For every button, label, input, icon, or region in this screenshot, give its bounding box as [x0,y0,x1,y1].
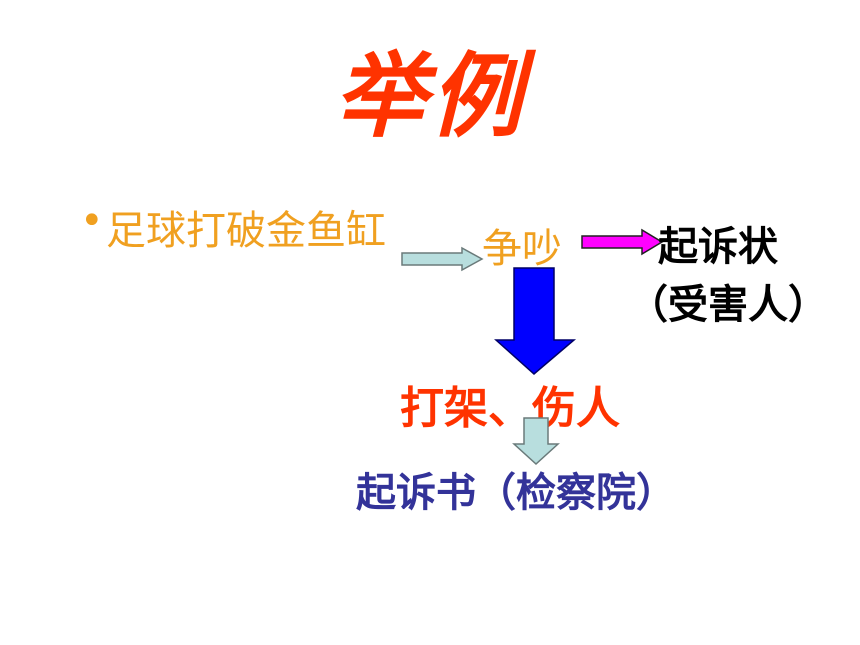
fight-label: 打架、伤人 [400,383,620,434]
bullet-text: 足球打破金鱼缸 [106,208,386,254]
slide-title: 举例 [333,43,526,150]
arrow-right-icon [401,246,484,272]
indictment-label: 起诉书（检察院） [356,470,676,516]
arrow-right-magenta-icon [581,228,664,256]
arrow-down-blue-icon [494,267,577,375]
victim-label: （受害人） [628,282,828,328]
arrow-down-light-icon [512,417,560,466]
complaint-label: 起诉状 [658,224,778,270]
bullet-point: • [80,198,104,244]
quarrel-label: 争吵 [482,226,562,272]
